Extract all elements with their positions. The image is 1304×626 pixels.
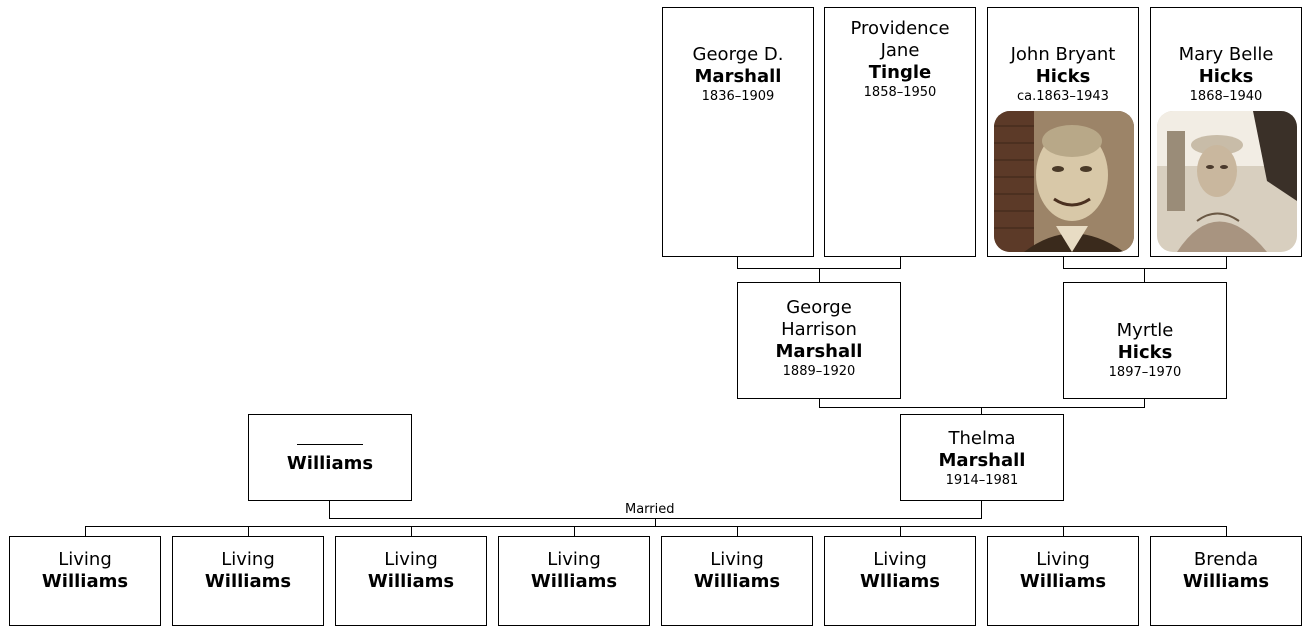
surname: Williams [530, 571, 618, 592]
person-george-harrison-marshall[interactable]: George Harrison Marshall 1889–1920 [737, 282, 901, 399]
surname: Williams [1019, 571, 1107, 592]
given-name: Living [384, 549, 438, 570]
children-line [248, 526, 249, 537]
child-box[interactable]: Living Williams [335, 536, 487, 626]
children-line [737, 526, 738, 537]
child-box[interactable]: Living Williams [172, 536, 324, 626]
child-box[interactable]: Living Williams [987, 536, 1139, 626]
surname: Williams [41, 571, 129, 592]
life-dates: 1897–1970 [1108, 365, 1182, 380]
connector-line [819, 399, 820, 408]
surname: Williams [286, 453, 374, 474]
marriage-line [329, 501, 330, 519]
given-name: Living [873, 549, 927, 570]
connector-line [1063, 268, 1227, 269]
given-name: Brenda [1193, 549, 1259, 570]
surname: Hicks [1035, 66, 1091, 87]
given-name: Myrtle [1116, 320, 1174, 341]
surname: Marshall [938, 450, 1026, 471]
person-george-d-marshall[interactable]: George D. Marshall 1836–1909 [662, 7, 814, 257]
child-box[interactable]: Living Williams [9, 536, 161, 626]
given-name: Thelma [948, 428, 1016, 449]
life-dates: 1868–1940 [1189, 89, 1263, 104]
connector-line [737, 257, 738, 269]
connector-line [900, 257, 901, 269]
surname: Williams [204, 571, 292, 592]
given-name: Providence Jane [850, 18, 950, 61]
surname: Hicks [1117, 342, 1173, 363]
life-dates: 1889–1920 [782, 364, 856, 379]
portrait-photo [994, 111, 1134, 252]
surname: Marshall [694, 66, 782, 87]
life-dates: 1914–1981 [945, 473, 1019, 488]
given-name: Mary Belle [1178, 44, 1274, 65]
children-line [1226, 526, 1227, 537]
children-line [1063, 526, 1064, 537]
marriage-label: Married [623, 502, 677, 517]
connector-line [1063, 257, 1064, 269]
life-dates: ca.1863–1943 [1017, 89, 1109, 104]
given-name: Living [58, 549, 112, 570]
given-name: Living [221, 549, 275, 570]
given-name: Living [710, 549, 764, 570]
person-john-bryant-hicks[interactable]: John Bryant Hicks ca.1863–1943 [987, 7, 1139, 257]
given-name: John Bryant [1010, 44, 1116, 65]
connector-line [819, 268, 820, 283]
child-box[interactable]: Living Wlliams [824, 536, 976, 626]
life-dates: 1836–1909 [701, 89, 775, 104]
connector-line [1144, 399, 1145, 408]
children-line [411, 526, 412, 537]
children-line [900, 526, 901, 537]
children-line [85, 526, 1227, 527]
given-name: George D. [692, 44, 784, 65]
child-box[interactable]: Living Williams [661, 536, 813, 626]
surname: Marshall [775, 341, 863, 362]
surname: Hicks [1198, 66, 1254, 87]
children-line [574, 526, 575, 537]
given-name: Living [1036, 549, 1090, 570]
child-box[interactable]: Brenda Williams [1150, 536, 1302, 626]
surname: Williams [693, 571, 781, 592]
connector-line [655, 518, 656, 527]
connector-line [1226, 257, 1227, 269]
unknown-given-name-line [297, 444, 363, 445]
connector-line [1144, 268, 1145, 283]
connector-line [819, 407, 1145, 408]
connector-line [981, 407, 982, 415]
life-dates: 1858–1950 [863, 85, 937, 100]
child-box[interactable]: Living Williams [498, 536, 650, 626]
surname: Williams [367, 571, 455, 592]
person-providence-jane-tingle[interactable]: Providence Jane Tingle 1858–1950 [824, 7, 976, 257]
given-name: Living [547, 549, 601, 570]
person-thelma-marshall[interactable]: Thelma Marshall 1914–1981 [900, 414, 1064, 501]
person-mary-belle-hicks[interactable]: Mary Belle Hicks 1868–1940 [1150, 7, 1302, 257]
surname: Tingle [868, 62, 932, 83]
children-line [85, 526, 86, 537]
portrait-photo [1157, 111, 1297, 252]
person-myrtle-hicks[interactable]: Myrtle Hicks 1897–1970 [1063, 282, 1227, 399]
surname: Wlliams [860, 571, 940, 592]
given-name: George Harrison [781, 297, 857, 340]
surname: Williams [1182, 571, 1270, 592]
marriage-line [981, 501, 982, 519]
person-williams-father[interactable]: Williams [248, 414, 412, 501]
